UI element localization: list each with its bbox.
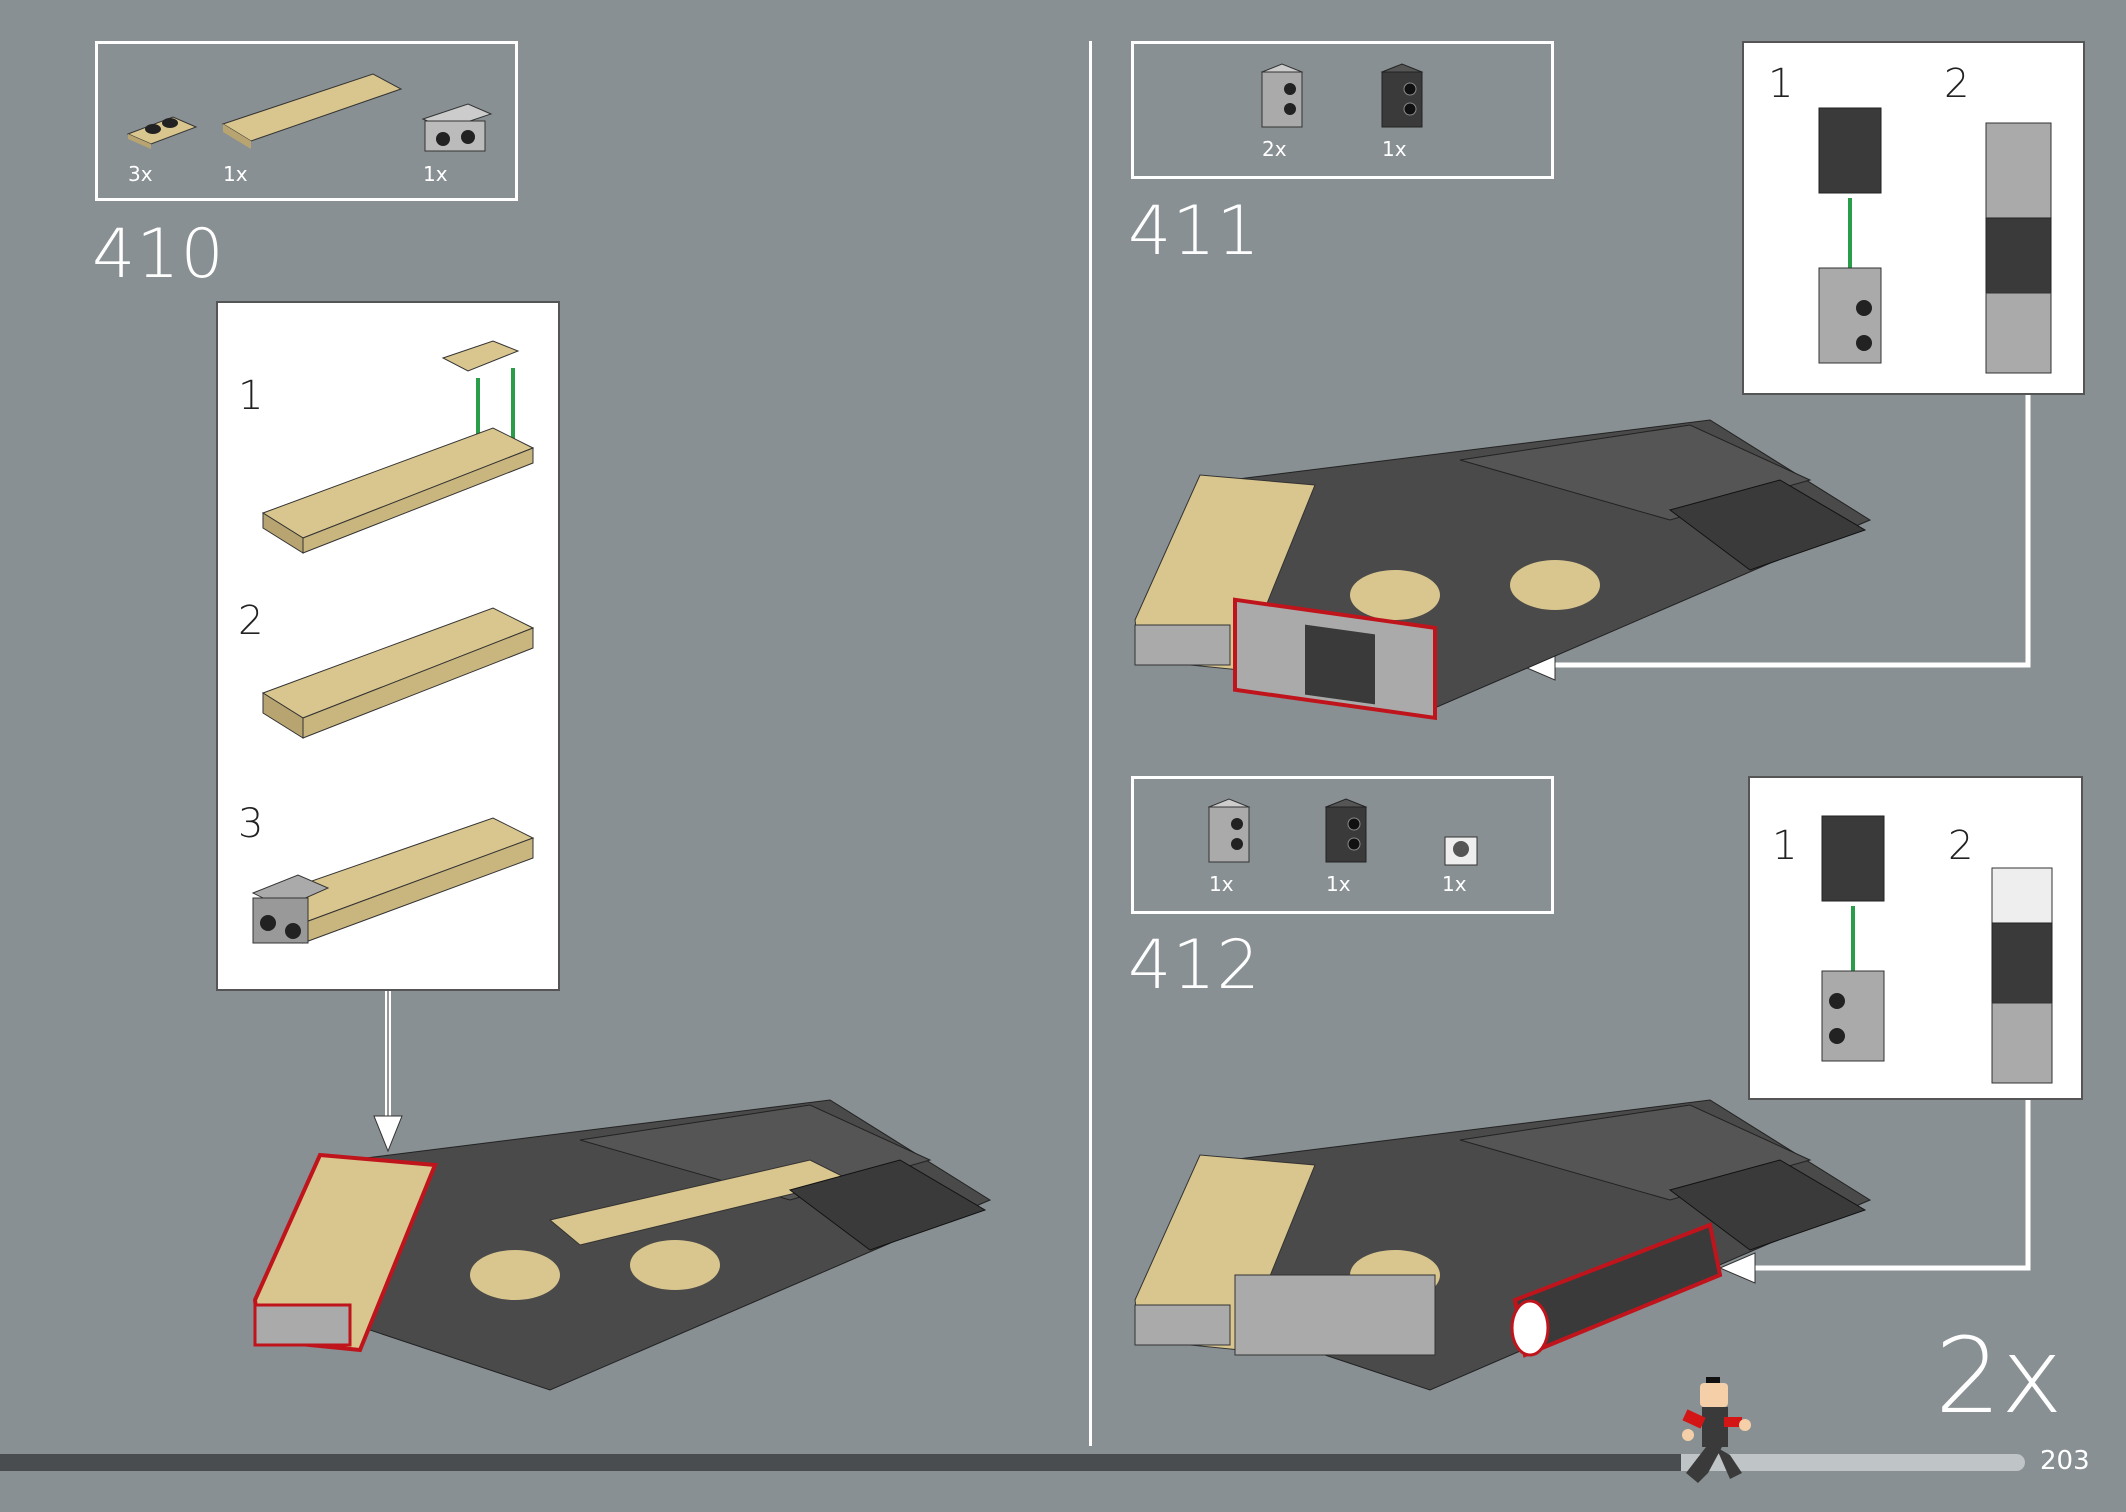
part-qty: 1x — [1209, 872, 1234, 896]
tan-plate-1x2-image — [126, 116, 198, 149]
part-qty: 3x — [128, 162, 153, 186]
parts-list-411: 2x 1x — [1131, 41, 1554, 179]
substep-label: 3 — [238, 801, 264, 847]
part-qty: 1x — [423, 162, 448, 186]
callout-arrow-410 — [373, 991, 403, 1153]
substep-callout-411: 1 2 — [1742, 41, 2085, 395]
part-qty: 1x — [1442, 872, 1467, 896]
step-number-412: 412 — [1128, 926, 1261, 1005]
substep-1-image — [261, 340, 535, 554]
substep-1-image — [1821, 815, 1885, 1062]
substep-label: 2 — [1944, 61, 1970, 107]
model-411-image — [1134, 419, 1872, 721]
substep-2-image — [1985, 122, 2052, 374]
page-divider — [1089, 41, 1092, 1446]
substep-label: 2 — [238, 598, 264, 644]
dark-brick-image — [1324, 798, 1368, 863]
substep-3-image — [251, 817, 535, 944]
substep-2-image — [1991, 867, 2053, 1084]
part-qty: 1x — [1382, 137, 1407, 161]
multiplier-label: 2x — [1935, 1315, 2063, 1437]
grey-bracket-image — [421, 103, 493, 152]
part-qty: 1x — [223, 162, 248, 186]
dark-brick-image — [1380, 63, 1424, 128]
white-round-piece-image — [1444, 836, 1478, 866]
grey-brick-image — [1207, 798, 1251, 863]
substep-label: 2 — [1948, 823, 1974, 869]
progress-fill — [0, 1454, 1681, 1471]
substep-callout-410: 1 2 3 — [216, 301, 560, 991]
substep-callout-412: 1 2 — [1748, 776, 2083, 1100]
substep-1-image — [1818, 107, 1882, 364]
model-412-image — [1134, 1099, 1872, 1391]
part-qty: 2x — [1262, 137, 1287, 161]
parts-list-410: 3x 1x 1x — [95, 41, 518, 201]
callout-arrow-412 — [1718, 1100, 2031, 1284]
step-number-410: 410 — [92, 215, 225, 294]
step-number-411: 411 — [1128, 192, 1261, 271]
part-qty: 1x — [1326, 872, 1351, 896]
minifigure-icon — [1682, 1377, 1751, 1483]
page-number: 203 — [2040, 1446, 2090, 1476]
substep-label: 1 — [1768, 61, 1794, 107]
grey-brick-image — [1260, 63, 1304, 128]
tan-plate-2x6-image — [221, 73, 403, 149]
substep-2-image — [261, 607, 535, 739]
substep-label: 1 — [1772, 823, 1798, 869]
model-410-image — [252, 1099, 992, 1391]
parts-list-412: 1x 1x 1x — [1131, 776, 1554, 914]
substep-label: 1 — [238, 373, 264, 419]
